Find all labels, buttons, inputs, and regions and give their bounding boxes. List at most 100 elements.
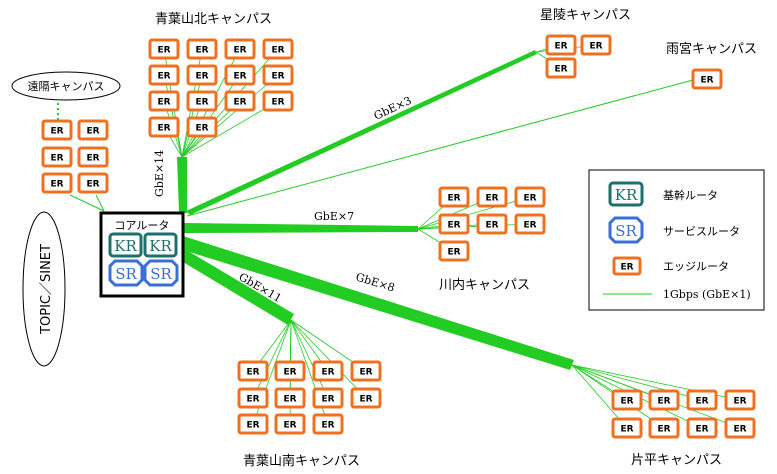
core-left-link [69,194,105,212]
edge-router-katahira: ER [611,417,643,439]
edge-router-aobayama-south: ER [312,360,344,382]
campus-label-aobayama-south: 青葉山南キャンパス [243,453,360,469]
edge-router-label: ER [195,46,208,56]
edge-router-label: ER [321,421,334,431]
legend-er-icon [612,256,642,276]
edge-router-box [237,387,269,409]
fanout-link-aobayama-north [181,100,279,158]
edge-router-aobayama-south: ER [237,360,269,382]
edge-router-aobayama-north: ER [224,90,256,112]
edge-router-box [514,213,546,235]
legend-line-label: 1Gbps (GbE×1) [663,288,751,301]
fanout-link-aobayama-north [163,74,183,158]
edge-router-label: ER [523,221,536,231]
fanout-link-aobayama-south [290,319,367,399]
trunk-links [57,50,694,370]
legend-sr-symbol: SR [615,222,637,240]
edge-router-aobayama-north: ER [262,90,294,112]
edge-router-aobayama-north: ER [186,38,218,60]
edge-router-box [514,186,546,208]
edge-router-label: ER [271,46,284,56]
edge-router-aobayama-north: ER [186,116,218,138]
edge-router-box [438,213,470,235]
edge-router-katahira: ER [724,389,756,411]
edge-router-aobayama-south: ER [350,360,382,382]
core-kr-2-label: KR [149,237,172,255]
edge-router-label: ER [359,395,372,405]
edge-router-remote: ER [41,146,73,168]
fanout-link-aobayama-north [181,74,203,158]
trunk-label-north: GbE×14 [153,150,166,197]
trunk-south [183,248,294,325]
edge-router-remote: ER [41,172,73,194]
edge-router-label: ER [233,46,246,56]
edge-router-label: ER [447,194,460,204]
edge-router-aobayama-south: ER [312,387,344,409]
edge-router-aobayama-south: ER [237,387,269,409]
edge-router-label: ER [157,98,170,108]
edge-router-seiryo: ER [545,34,577,56]
edge-router-box [648,417,680,439]
fanout-link-aobayama-south [290,319,329,399]
edge-router-box [724,389,756,411]
edge-router-kawauchi: ER [514,186,546,208]
edge-router-box [648,389,680,411]
edge-router-aobayama-north: ER [148,116,180,138]
edge-router-aobayama-north: ER [148,64,180,86]
external-network: TOPIC／SINET [22,211,66,367]
edge-router-remote: ER [41,119,73,141]
fanout-link-kawauchi [417,223,531,230]
edge-router-label: ER [447,248,460,258]
edge-router-box [545,34,577,56]
campus-label-katahira: 片平キャンパス [631,453,722,468]
edge-router-box [350,360,382,382]
legend-er-label: エッジルータ [663,260,729,273]
edge-router-box [41,146,73,168]
edge-router-label: ER [271,98,284,108]
core-sr-2-label: SR [150,265,172,283]
trunk-label-katahira: GbE×8 [354,270,396,294]
trunk-kawauchi [183,223,418,233]
edge-router-aobayama-north: ER [148,90,180,112]
legend-er-symbol: ER [620,263,633,273]
remote-campus-ellipse [11,71,121,101]
edge-router-box [186,90,218,112]
edge-router-label: ER [50,180,63,190]
trunk-amamiya [186,79,694,217]
edge-router-aobayama-south: ER [274,387,306,409]
edge-router-box [580,34,612,56]
legend-sr-label: サービスルータ [663,225,740,238]
edge-router-label: ER [554,65,567,75]
edge-router-label: ER [733,397,746,407]
edge-router-box [148,38,180,60]
remote-campus: 遠隔キャンパス [11,71,121,101]
core-kr-1 [108,232,143,258]
edge-router-label: ER [283,421,296,431]
edge-router-label: ER [283,368,296,378]
edge-router-label: ER [283,395,296,405]
edge-router-box [224,64,256,86]
edge-router-box [148,64,180,86]
edge-router-label: ER [157,46,170,56]
edge-router-remote: ER [77,172,109,194]
edge-router-katahira: ER [648,417,680,439]
edge-router-kawauchi: ER [476,213,508,235]
fanout-link-aobayama-north [181,74,241,158]
edge-router-label: ER [700,76,713,86]
edge-router-kawauchi: ER [438,186,470,208]
edge-router-seiryo: ER [545,57,577,79]
edge-router-katahira: ER [724,417,756,439]
edge-router-box [686,389,718,411]
legend-kr-icon [608,181,644,207]
edge-router-box [41,119,73,141]
remote-campus-label: 遠隔キャンパス [28,80,105,93]
edge-router-remote: ER [77,119,109,141]
edge-router-label: ER [485,194,498,204]
edge-router-label: ER [246,395,259,405]
edge-router-box [77,119,109,141]
edge-router-label: ER [233,72,246,82]
edge-router-aobayama-south: ER [312,413,344,435]
edge-router-label: ER [157,124,170,134]
edge-router-katahira: ER [686,417,718,439]
edge-router-box [77,146,109,168]
